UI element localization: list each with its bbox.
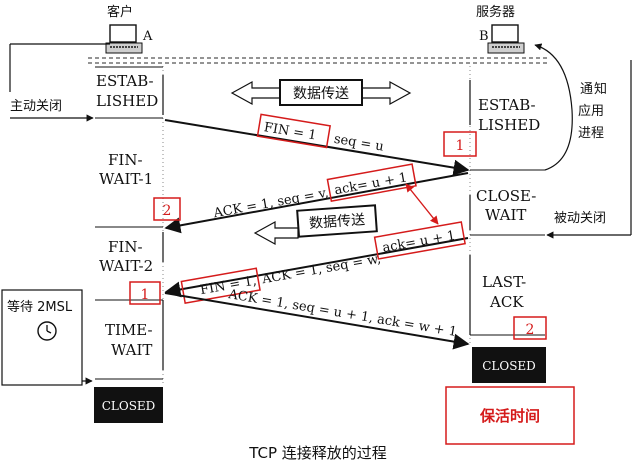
client-host-label: A xyxy=(142,29,153,44)
marker-1-server: 1 xyxy=(443,131,477,157)
fin-2-arrow xyxy=(164,237,469,298)
marker-2-server: 2 xyxy=(513,316,547,340)
server-host-label: B xyxy=(479,29,489,44)
active-close-label: 主动关闭 xyxy=(10,99,62,114)
server-state-established-1: ESTAB- xyxy=(478,96,536,114)
server-title: 服务器 xyxy=(476,4,515,20)
server-state-established-2: LISHED xyxy=(478,116,540,134)
client-state-fin-wait-1-b: WAIT-1 xyxy=(99,170,153,188)
svg-text:1: 1 xyxy=(141,287,150,303)
keepalive-label: 保活时间 xyxy=(479,407,540,425)
data-transfer-label-2: 数据传送 xyxy=(309,212,366,232)
wait-2msl-box: 等待 2MSL xyxy=(1,289,83,386)
marker-1-client: 1 xyxy=(129,281,161,305)
ack-2-arrow xyxy=(164,292,470,350)
ack-1-arrow xyxy=(164,172,469,234)
fin-2-middle-label: ACK = 1, seq = w, xyxy=(260,252,382,288)
fin-1-highlight xyxy=(256,113,332,149)
svg-text:2: 2 xyxy=(163,203,172,219)
fin-2-fin-highlight xyxy=(180,267,261,305)
client-state-fin-wait-2-b: WAIT-2 xyxy=(99,257,153,275)
client-title: 客户 xyxy=(107,4,133,20)
wait-2msl-label: 等待 2MSL xyxy=(7,299,73,315)
keepalive-box: 保活时间 xyxy=(445,386,575,445)
data-transfer-arrow-1: 数据传送 xyxy=(230,79,412,106)
server-state-close-wait-b: WAIT xyxy=(485,206,526,224)
client-closed-box: CLOSED xyxy=(94,387,163,423)
figure-caption: TCP 连接释放的过程 xyxy=(248,444,387,462)
notify-app-label-3: 应用 xyxy=(578,103,604,119)
client-state-established-2: LISHED xyxy=(96,92,158,110)
active-close-connector xyxy=(9,43,110,122)
data-transfer-arrow-2: 数据传送 xyxy=(253,204,378,246)
marker-2-client: 2 xyxy=(153,197,181,221)
ack-2-label: ACK = 1, seq = u + 1, ack = w + 1 xyxy=(226,287,458,340)
server-state-last-ack-a: LAST- xyxy=(482,273,526,291)
notify-app-label-1: 通 xyxy=(580,82,593,97)
server-closed-box: CLOSED xyxy=(472,347,546,383)
ack-link-arrow xyxy=(405,183,439,225)
svg-text:2: 2 xyxy=(526,322,535,338)
svg-text:1: 1 xyxy=(456,138,465,154)
client-closed-label: CLOSED xyxy=(102,399,156,413)
notify-app-curve xyxy=(534,43,573,171)
fin-2-ack-highlight xyxy=(373,221,466,260)
client-state-fin-wait-2-a: FIN- xyxy=(108,238,143,256)
client-state-established-1: ESTAB- xyxy=(96,72,154,90)
notify-app-label-4: 进程 xyxy=(578,126,604,141)
fin-1-arrow xyxy=(164,119,470,176)
clock-icon xyxy=(37,321,57,341)
client-computer-icon xyxy=(105,24,143,54)
server-closed-label: CLOSED xyxy=(482,359,536,373)
ack-1-highlight xyxy=(326,163,417,203)
server-state-dividers xyxy=(470,169,545,336)
passive-close-label: 被动关闭 xyxy=(554,211,606,226)
server-computer-icon xyxy=(487,24,525,54)
client-state-time-wait-a: TIME- xyxy=(105,321,153,339)
server-state-last-ack-b: ACK xyxy=(489,293,524,311)
client-state-time-wait-b: WAIT xyxy=(111,341,152,359)
server-state-close-wait-a: CLOSE- xyxy=(476,187,536,205)
network-line xyxy=(88,57,548,64)
data-transfer-label-1: 数据传送 xyxy=(293,86,349,102)
client-state-dividers xyxy=(95,66,163,380)
fin-1-text: FIN = 1 seq = u xyxy=(256,113,385,155)
notify-app-label-2: 知 xyxy=(594,81,607,97)
client-state-fin-wait-1-a: FIN- xyxy=(108,151,143,169)
passive-close-connector xyxy=(546,60,632,239)
